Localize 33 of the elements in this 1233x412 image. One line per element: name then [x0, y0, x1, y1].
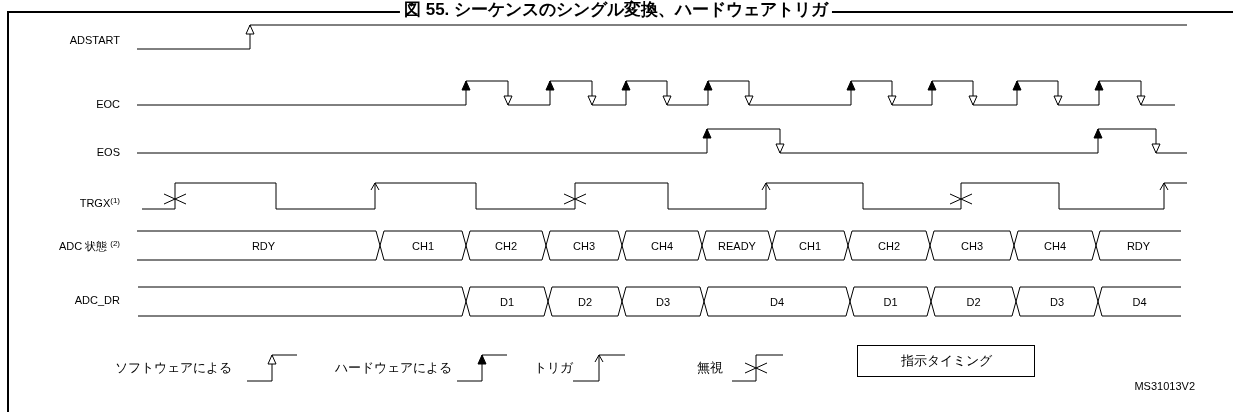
- bus-state-label: RDY: [251, 240, 276, 253]
- legend-label: ハードウェアによる: [335, 360, 452, 375]
- bus-state-label: D1: [883, 296, 898, 309]
- bus-state-label: D4: [1132, 296, 1147, 309]
- bus-state-label: CH4: [1044, 240, 1066, 253]
- bus-state-label: CH2: [878, 240, 900, 253]
- bus-state-label: RDY: [1126, 240, 1151, 253]
- signal-name: ADSTART: [69, 34, 120, 47]
- bus-state-label: D1: [499, 296, 515, 309]
- signal-name: EOS: [96, 146, 120, 159]
- bus-state-label: READY: [718, 240, 756, 253]
- bus-state-label: CH3: [961, 240, 983, 253]
- signal-name: EOC: [96, 98, 120, 111]
- bus-state-label: CH3: [573, 240, 595, 253]
- bus-state-label: D3: [655, 296, 671, 309]
- bus-state-label: D2: [966, 296, 981, 309]
- bus-state-label: D4: [769, 296, 785, 309]
- signal-name: ADC 状態 $^{(2)}$: [58, 240, 120, 253]
- figure-code: MS31013V2: [1134, 380, 1195, 393]
- legend-label: 無視: [697, 360, 723, 375]
- legend-label: ソフトウェアによる: [115, 360, 232, 375]
- bus-state-label: CH4: [651, 240, 673, 253]
- signal-name: TRGX$^{(1)}$: [79, 197, 120, 210]
- bus-state-label: D3: [1049, 296, 1065, 309]
- bus-state-label: D2: [577, 296, 593, 309]
- legend-box-label: 指示タイミング: [900, 352, 992, 370]
- legend-box: [857, 345, 1035, 377]
- figure-title: 図 55. シーケンスのシングル変換、ハードウェアトリガ: [399, 0, 833, 20]
- bus-state-label: CH1: [412, 240, 434, 253]
- signal-name: ADC_DR: [74, 294, 120, 307]
- bus-state-label: CH1: [799, 240, 821, 253]
- bus-state-label: CH2: [495, 240, 517, 253]
- legend-label: トリガ: [534, 360, 573, 375]
